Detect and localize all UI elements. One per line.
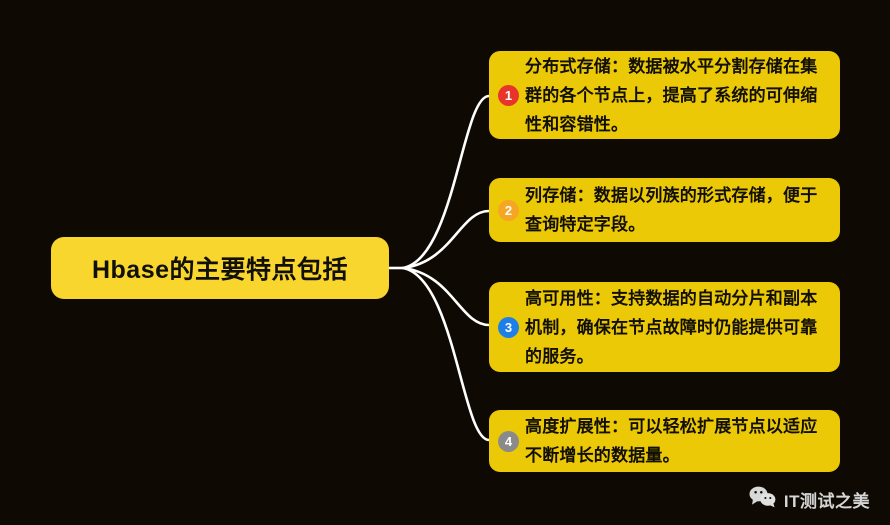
- branch-text-4: 高度扩展性：可以轻松扩展节点以适应不断增长的数据量。: [525, 417, 818, 465]
- wechat-icon: [749, 486, 777, 513]
- watermark-label: IT测试之美: [783, 492, 870, 511]
- branch-card-1[interactable]: 1 分布式存储：数据被水平分割存储在集群的各个节点上，提高了系统的可伸缩性和容错…: [489, 51, 840, 139]
- branch-badge-2: 2: [498, 199, 519, 221]
- branch-card-3[interactable]: 3 高可用性：支持数据的自动分片和副本机制，确保在节点故障时仍能提供可靠的服务。: [489, 282, 840, 372]
- connector-to-branch-3: [401, 266, 491, 327]
- branch-badge-1: 1: [498, 84, 519, 106]
- connector-to-branch-2: [401, 209, 491, 270]
- root-node[interactable]: Hbase的主要特点包括: [51, 237, 389, 299]
- branch-card-4[interactable]: 4 高度扩展性：可以轻松扩展节点以适应不断增长的数据量。: [489, 410, 840, 472]
- branch-text-1: 分布式存储：数据被水平分割存储在集群的各个节点上，提高了系统的可伸缩性和容错性。: [525, 56, 818, 134]
- root-node-label: Hbase的主要特点包括: [91, 256, 349, 284]
- watermark: IT测试之美: [749, 486, 870, 513]
- branch-card-2[interactable]: 2 列存储：数据以列族的形式存储，便于查询特定字段。: [489, 178, 840, 242]
- connector-to-branch-4: [401, 266, 491, 442]
- branch-badge-3: 3: [498, 316, 519, 338]
- connector-to-branch-1: [401, 94, 491, 270]
- branch-text-3: 高可用性：支持数据的自动分片和副本机制，确保在节点故障时仍能提供可靠的服务。: [525, 288, 818, 366]
- branch-text-2: 列存储：数据以列族的形式存储，便于查询特定字段。: [525, 186, 818, 234]
- branch-badge-4: 4: [498, 430, 519, 452]
